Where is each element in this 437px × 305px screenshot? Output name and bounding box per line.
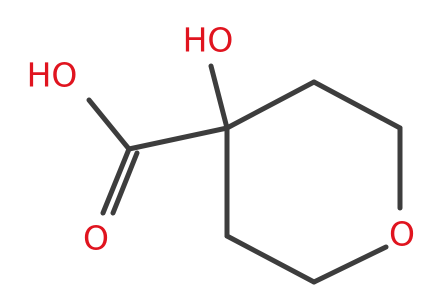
bond-ring-lower-left [224,233,317,285]
hydroxyl-label: HO [183,21,234,60]
bond-carbonyl-double-a [100,146,132,216]
bond-c4-carboxyl [126,125,230,152]
bond-carboxyl-hydroxyl [86,97,132,152]
bond-c4-ring-upper [224,79,317,131]
ring-oxygen-label: O [389,215,415,254]
carbonyl-oxygen-label: O [83,219,109,258]
bond-c4-hydroxyl [208,63,230,131]
bond-oxygen-to-ring-lower [311,244,389,285]
acid-hydroxyl-label: HO [27,56,78,95]
bond-carbonyl-double-b [110,150,140,216]
bond-ring-upper-right [311,79,403,131]
